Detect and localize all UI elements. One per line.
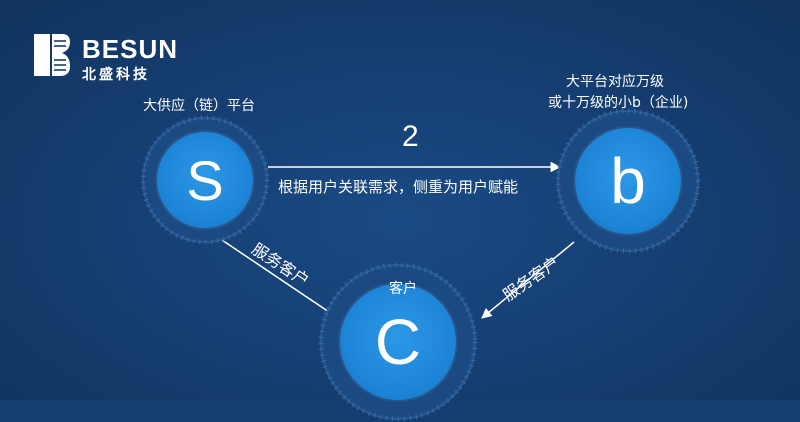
node-b: b [555,108,701,254]
node-c-letter: C [340,284,456,400]
edge-top-description: 根据用户关联需求，侧重为用户赋能 [278,178,519,196]
logo-wordmark: BESUN [82,34,179,64]
node-s-letter: S [157,132,253,228]
node-b-label-line1: 大平台对应万级 [566,74,664,90]
arrow-s-to-c [209,231,339,319]
connector-arrows [209,161,575,319]
logo: BESUN 北盛科技 [30,30,190,85]
node-b-label-line2: 或十万级的小b（企业) [548,95,689,111]
node-s-label: 大供应（链）平台 [143,98,255,114]
logo-subtitle: 北盛科技 [82,67,150,83]
arrow-b-to-c [481,241,575,319]
node-c-label: 客户 [389,281,417,297]
besun-logo-icon [34,34,70,76]
node-c: C [318,262,478,422]
node-b-letter: b [575,128,681,234]
edge-top-number: 2 [402,120,419,153]
node-s: S [140,115,270,245]
